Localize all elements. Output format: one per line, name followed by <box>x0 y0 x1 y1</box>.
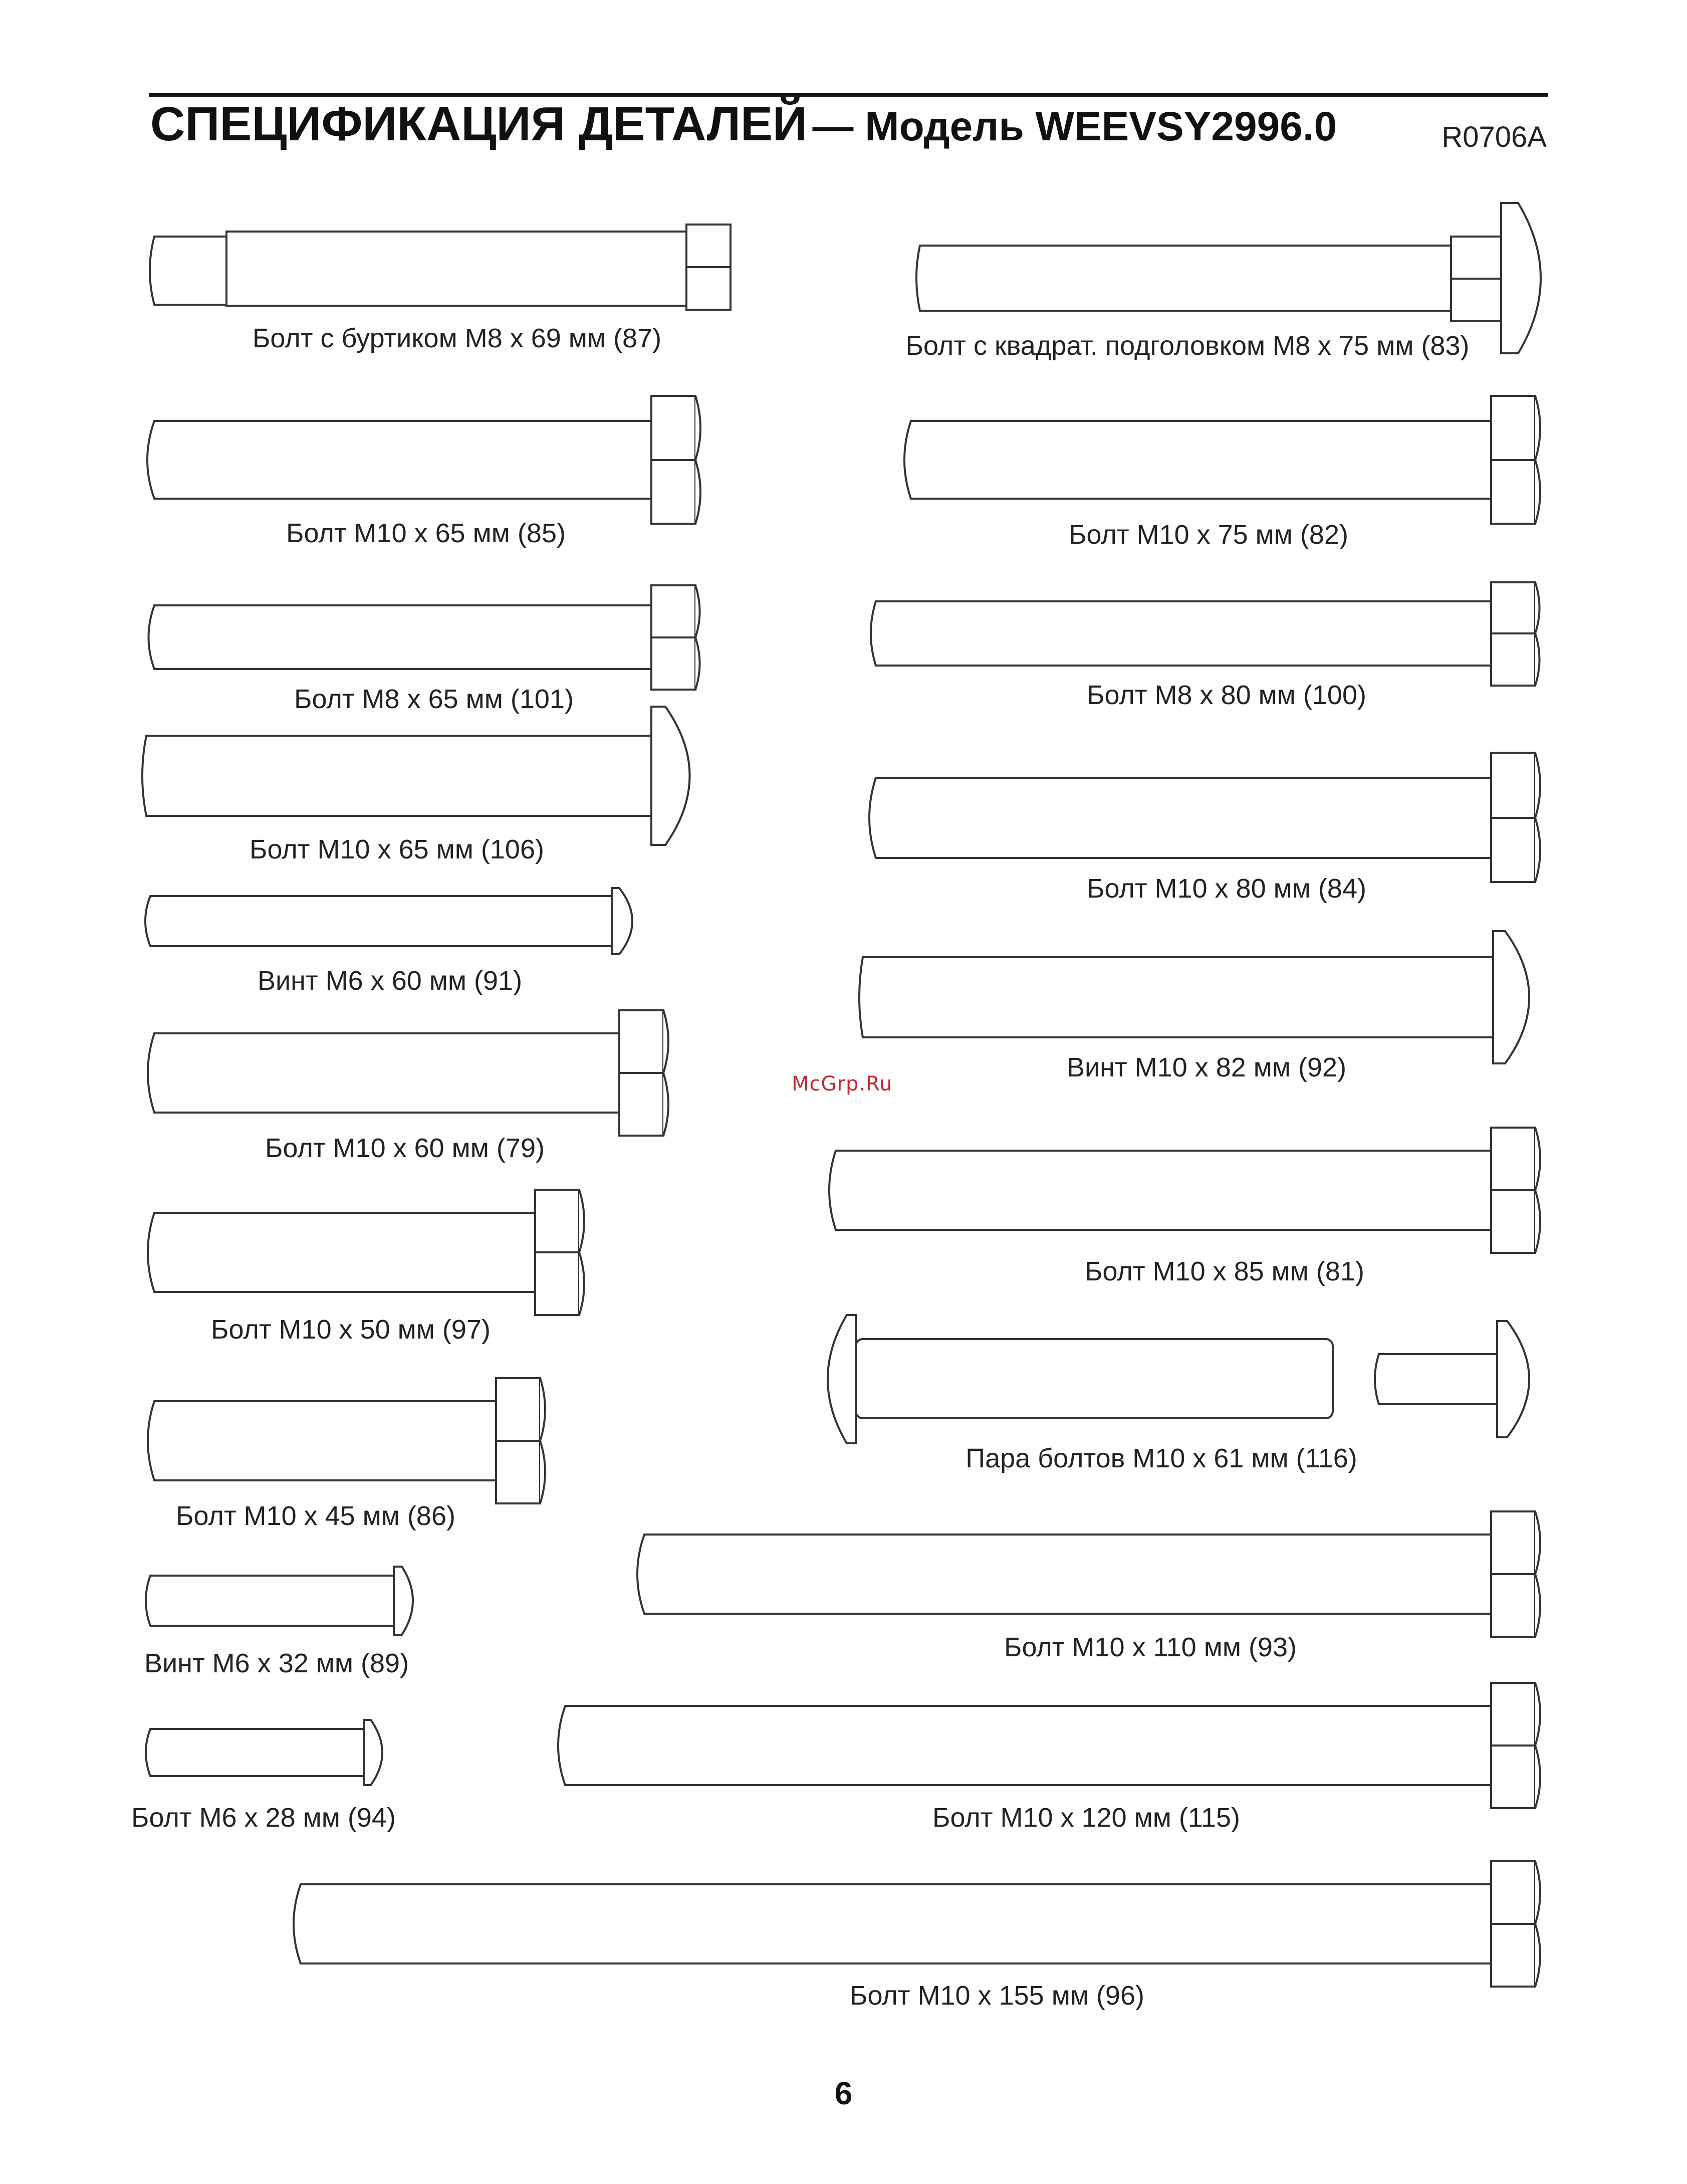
bolt-94-drawing <box>145 1719 383 1786</box>
part-label-85: Болт M10 x 65 мм (85) <box>286 518 566 548</box>
bolt-115-drawing <box>557 1682 1541 1809</box>
document-code: R0706A <box>1441 121 1547 153</box>
screw-92-drawing <box>858 930 1530 1064</box>
bolt-101-drawing <box>147 584 701 691</box>
title-main: СПЕЦИФИКАЦИЯ ДЕТАЛЕЙ <box>150 97 808 151</box>
part-label-100: Болт M8 x 80 мм (100) <box>1087 680 1366 710</box>
bolt-87-drawing <box>149 224 732 311</box>
part-label-84: Болт M10 x 80 мм (84) <box>1087 873 1366 904</box>
part-label-83: Болт с квадрат. подголовком M8 x 75 мм (… <box>905 331 1470 361</box>
part-label-81: Болт M10 x 85 мм (81) <box>1085 1256 1364 1286</box>
screw-89-drawing <box>145 1566 414 1636</box>
part-label-93: Болт M10 x 110 мм (93) <box>1004 1632 1297 1662</box>
bolt-81-drawing <box>828 1127 1541 1254</box>
bolt-83-drawing <box>915 202 1542 354</box>
bolt-86-drawing <box>147 1377 546 1504</box>
part-label-91: Винт M6 x 60 мм (91) <box>257 966 523 996</box>
page-title: СПЕЦИФИКАЦИЯ ДЕТАЛЕЙ — Модель WEEVSY2996… <box>150 100 1337 148</box>
bolt-84-drawing <box>868 752 1541 883</box>
page-number: 6 <box>834 2075 853 2111</box>
bolt-79-drawing <box>147 1009 669 1137</box>
header-rule <box>149 93 1548 97</box>
bolt-pair-116-drawing <box>827 1314 1530 1444</box>
part-label-96: Болт M10 x 155 мм (96) <box>850 1981 1144 2011</box>
bolt-96-drawing <box>293 1860 1541 1988</box>
watermark-text: McGrp.Ru <box>792 1072 893 1096</box>
part-label-101: Болт M8 x 65 мм (101) <box>294 684 574 714</box>
part-label-106: Болт M10 x 65 мм (106) <box>250 834 544 864</box>
part-label-94: Болт M6 x 28 мм (94) <box>131 1803 396 1833</box>
part-label-79: Болт M10 x 60 мм (79) <box>265 1133 545 1163</box>
screw-91-drawing <box>144 887 633 955</box>
part-label-115: Болт M10 x 120 мм (115) <box>932 1803 1240 1833</box>
bolt-100-drawing <box>870 581 1541 687</box>
bolt-82-drawing <box>903 395 1541 525</box>
bolt-85-drawing <box>146 395 701 525</box>
bolt-97-drawing <box>147 1189 585 1316</box>
part-label-87: Болт с буртиком M8 x 69 мм (87) <box>252 323 662 353</box>
part-label-92: Винт M10 x 82 мм (92) <box>1066 1052 1347 1082</box>
part-label-97: Болт M10 x 50 мм (97) <box>211 1315 491 1345</box>
part-label-86: Болт M10 x 45 мм (86) <box>176 1501 455 1531</box>
part-label-89: Винт M6 x 32 мм (89) <box>144 1648 409 1678</box>
bolt-106-drawing <box>141 706 691 846</box>
part-label-82: Болт M10 x 75 мм (82) <box>1069 520 1348 550</box>
title-model: — Модель WEEVSY2996.0 <box>812 104 1337 149</box>
bolt-93-drawing <box>636 1510 1541 1638</box>
part-label-116: Пара болтов M10 x 61 мм (116) <box>966 1443 1357 1473</box>
